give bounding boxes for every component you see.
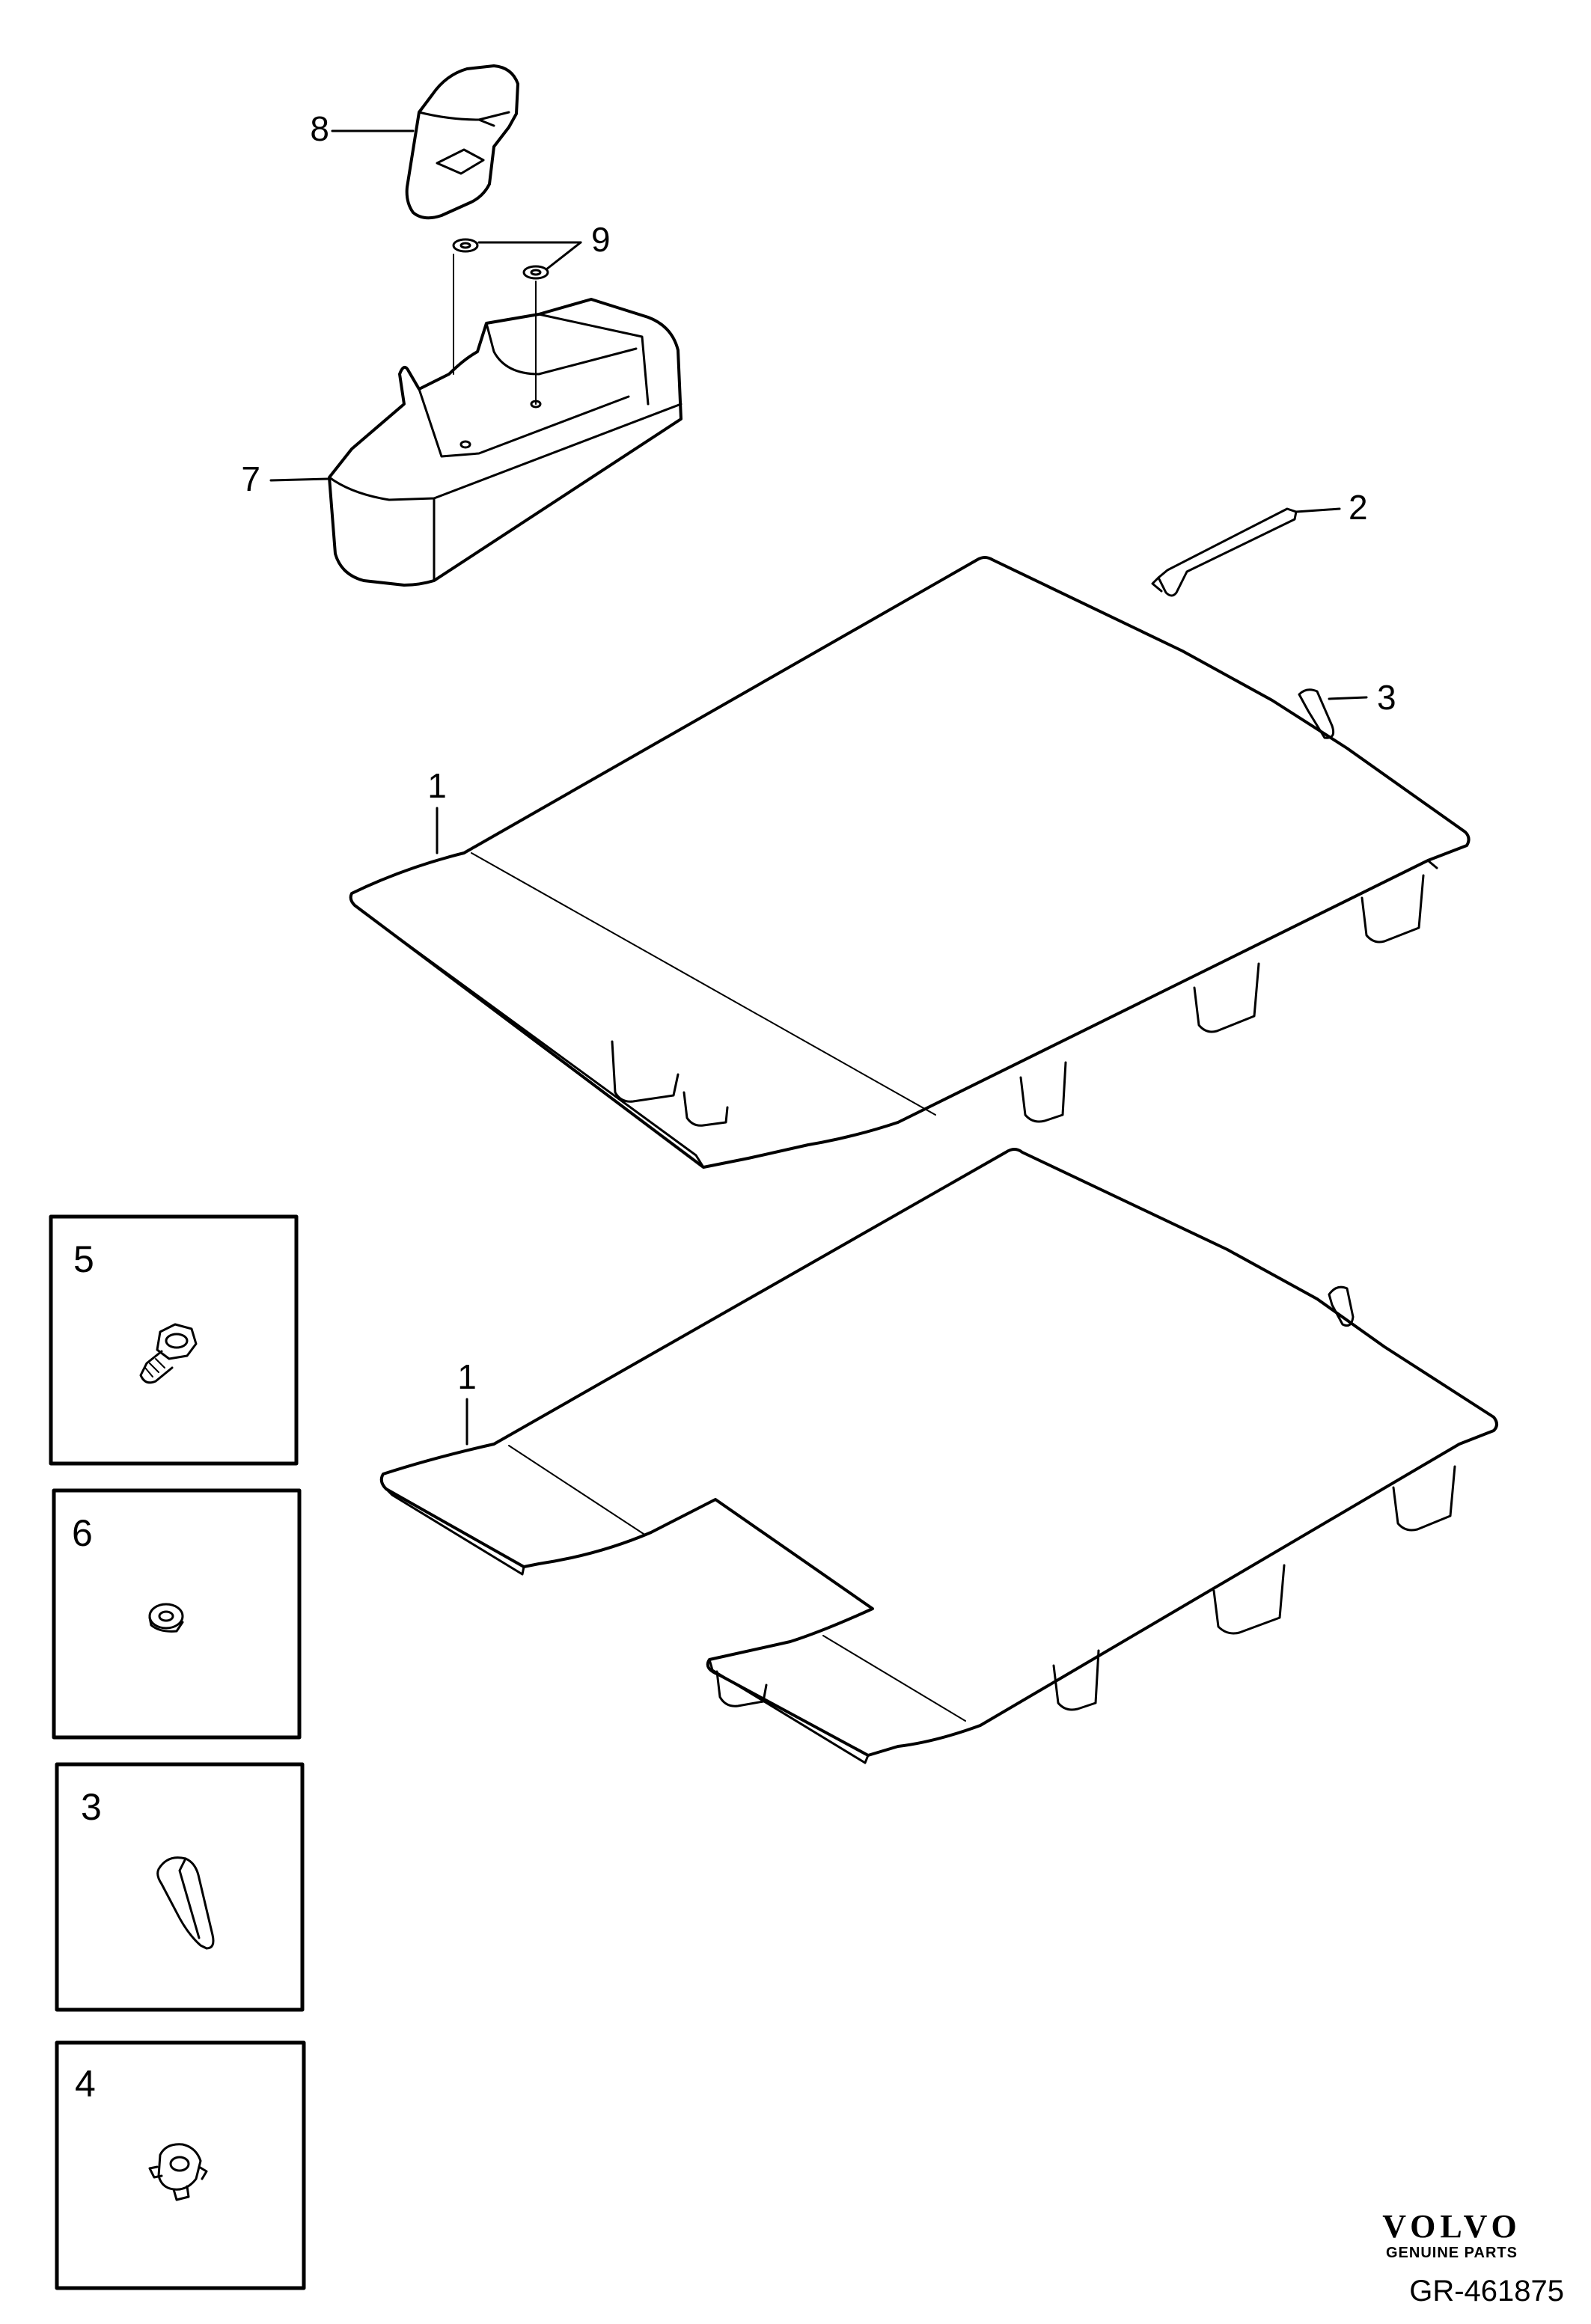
- volvo-logo: VOLVO: [1382, 2208, 1521, 2245]
- clip-icon: [156, 1856, 215, 1950]
- detail-box-3: 3: [55, 1762, 305, 2012]
- part-2-strap: [1151, 507, 1298, 597]
- floor-mat-lower: [379, 1148, 1498, 1764]
- part-3-clip-on-mat: [1298, 688, 1335, 739]
- detail-box-6: 6: [52, 1488, 302, 1740]
- leader-7: [269, 477, 329, 482]
- detail-box-5: 5: [49, 1214, 299, 1466]
- detail-box-5-number: 5: [73, 1238, 94, 1280]
- genuine-parts-label: GENUINE PARTS: [1386, 2245, 1518, 2261]
- detail-box-4-number: 4: [75, 2063, 96, 2105]
- callout-3: 3: [1377, 678, 1396, 717]
- washer-icon: [148, 1603, 184, 1633]
- detail-box-3-number: 3: [81, 1786, 102, 1828]
- leader-3: [1328, 696, 1368, 700]
- detail-box-6-number: 6: [72, 1512, 93, 1554]
- callout-1-upper: 1: [427, 766, 447, 805]
- bolt-icon: [139, 1323, 198, 1384]
- drawing-number: GR-461875: [1409, 2275, 1564, 2308]
- part-9-fasteners: [452, 238, 582, 405]
- part-7-tray: [328, 298, 682, 587]
- clip-nut-icon: [148, 2143, 208, 2201]
- part-8-cover: [405, 64, 519, 220]
- callout-9: 9: [591, 220, 611, 259]
- leader-2: [1295, 507, 1341, 513]
- callout-1-lower: 1: [457, 1357, 477, 1396]
- callout-2: 2: [1349, 488, 1368, 527]
- floor-mat-upper: [349, 556, 1471, 1169]
- callout-8: 8: [310, 109, 329, 148]
- detail-box-4: 4: [55, 2040, 306, 2290]
- callout-7: 7: [241, 459, 260, 498]
